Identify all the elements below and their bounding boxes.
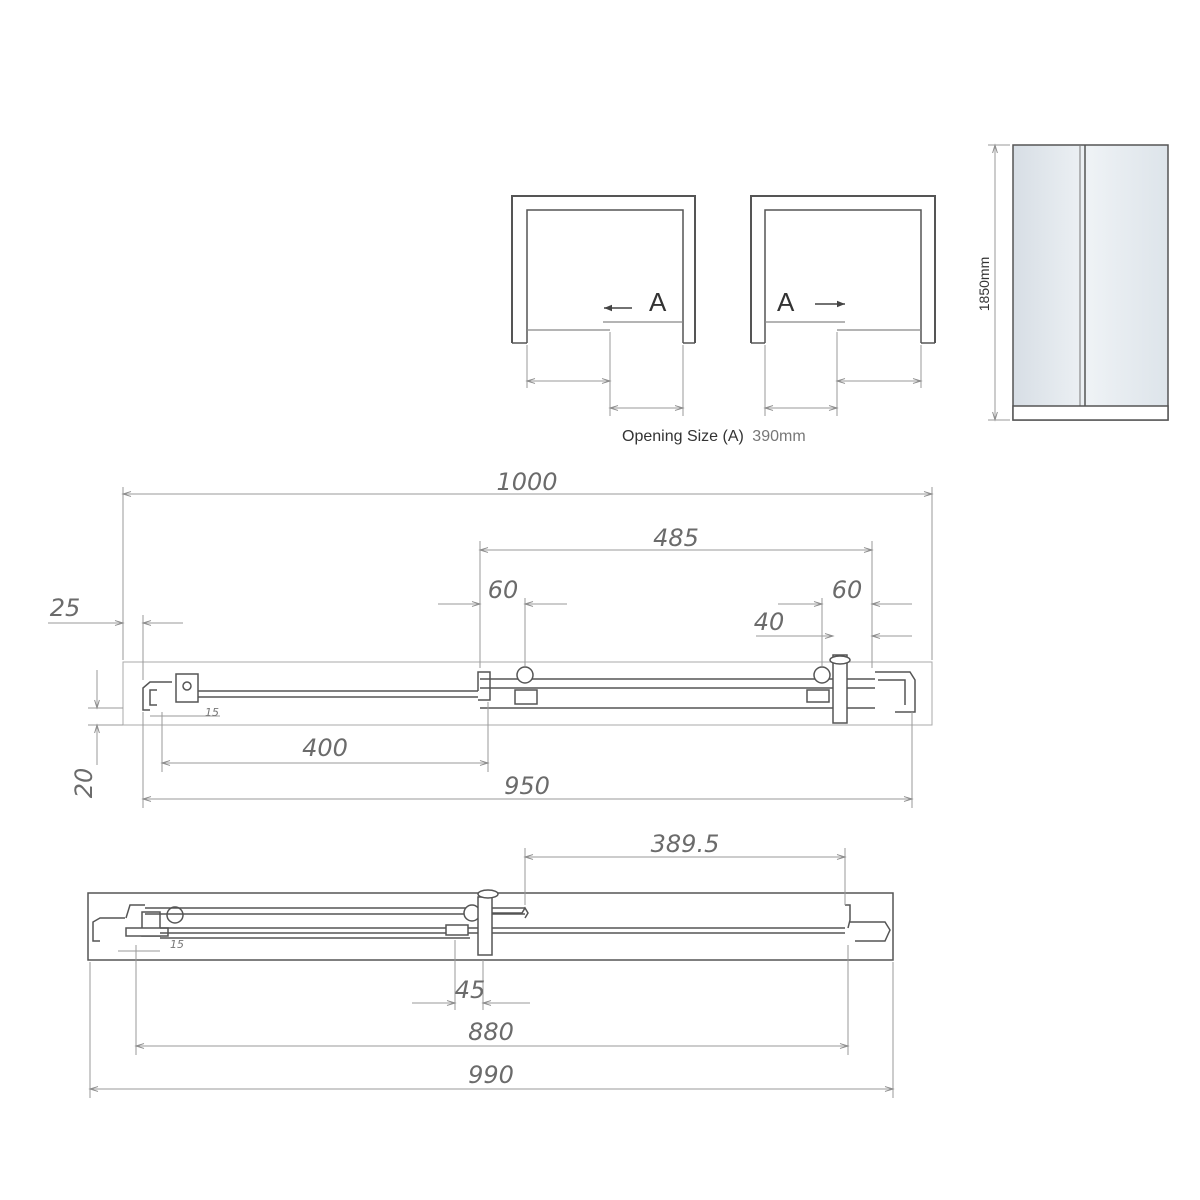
dim-fixed-panel: 400 <box>302 734 348 762</box>
plan-bottom-drawing <box>87 889 894 961</box>
dim-bottom-overlap: 45 <box>455 976 486 1004</box>
dim-stop: 40 <box>754 608 785 636</box>
dim-bottom-overall: 990 <box>468 1061 514 1089</box>
dim-tiny-left-top: 15 <box>205 706 219 719</box>
plan-top-drawing <box>122 654 933 726</box>
dim-bottom-inner: 880 <box>468 1018 514 1046</box>
opening-diagram-right <box>750 195 936 344</box>
plan-bottom-dimension-lines <box>88 848 895 1098</box>
dim-depth: 20 <box>70 768 98 799</box>
dim-panel-span: 950 <box>504 772 550 800</box>
opening-diagram-left <box>511 195 696 344</box>
opening-size-caption: Opening Size (A) 390mm <box>622 428 806 445</box>
plan-top-dimension-lines <box>48 487 934 808</box>
dim-tiny-left-bottom: 15 <box>170 938 184 951</box>
opening-dims-left <box>525 332 685 416</box>
elevation-height-dim <box>988 143 1010 422</box>
opening-letter-left: A <box>649 287 667 317</box>
dim-door-width: 485 <box>653 524 699 552</box>
opening-dims-right <box>763 332 923 416</box>
dim-right-gap: 60 <box>832 576 863 604</box>
enclosure-elevation <box>1012 144 1169 421</box>
dim-left-gap: 25 <box>50 594 81 622</box>
dim-overall-width: 1000 <box>496 468 557 496</box>
elevation-height-label: 1850mm <box>976 257 992 311</box>
dim-bottom-opening: 389.5 <box>651 830 720 858</box>
dim-center-gap: 60 <box>488 576 519 604</box>
opening-letter-right: A <box>777 287 795 317</box>
